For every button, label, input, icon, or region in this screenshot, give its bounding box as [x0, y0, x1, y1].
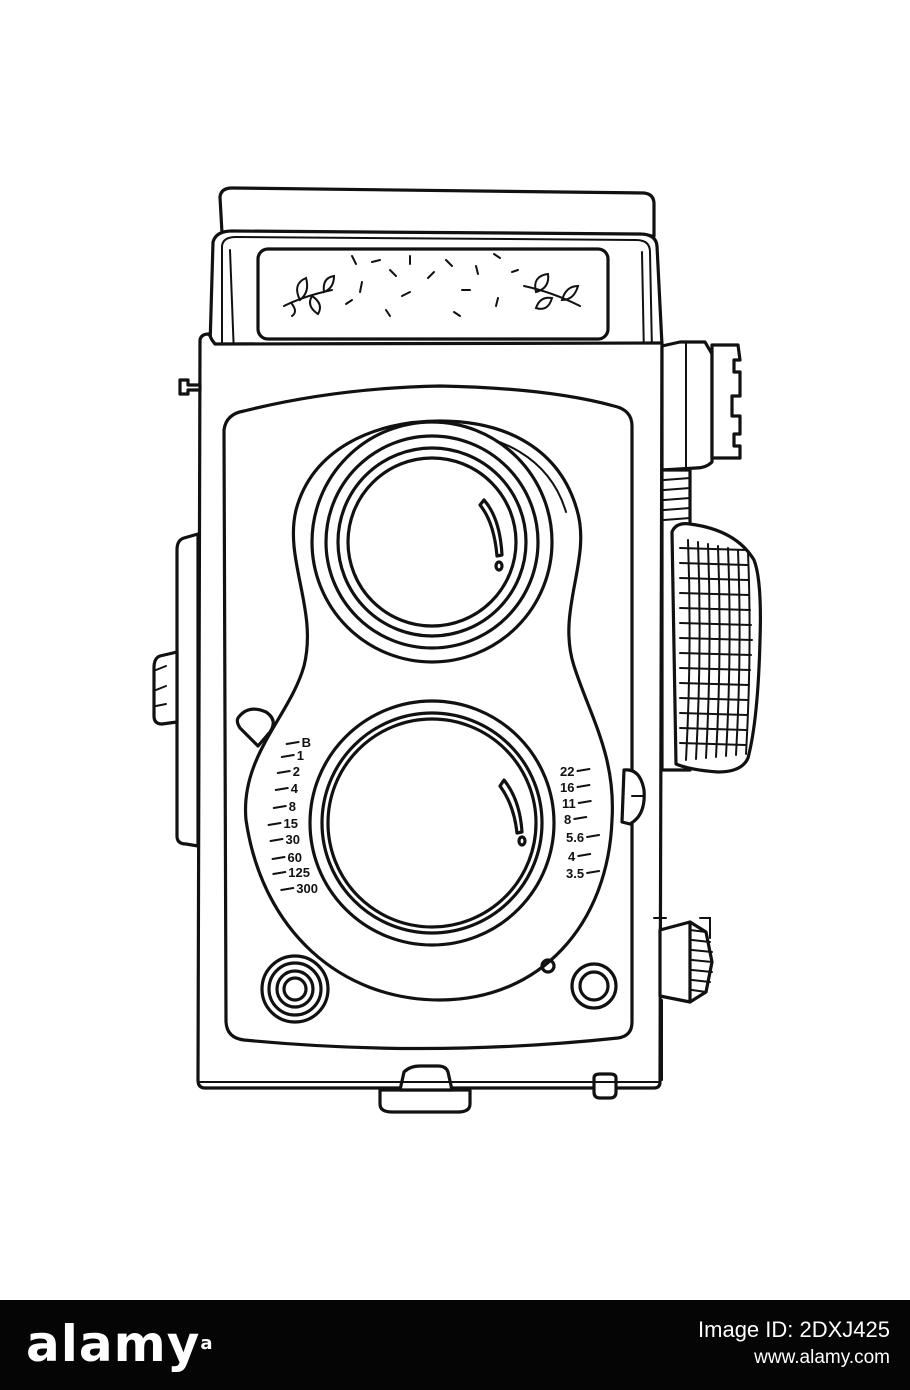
- knob-grid-line: [695, 541, 701, 760]
- knob-grid-line: [679, 727, 747, 731]
- knob-grid-line: [679, 742, 746, 746]
- strap-lug-clip: [710, 343, 742, 460]
- viewfinder-hood: [218, 186, 656, 238]
- shutter-speed-label: 8: [289, 799, 296, 814]
- aperture-tick: [576, 784, 591, 788]
- aperture-label: 5.6: [566, 830, 584, 845]
- shutter-speed-label: 30: [286, 832, 300, 847]
- aperture-label: 4: [568, 849, 576, 864]
- knob-grid-line: [679, 652, 752, 656]
- aperture-label: 3.5: [566, 866, 584, 881]
- shutter-speed-tick: [280, 754, 295, 758]
- aperture-label: 22: [560, 764, 574, 779]
- leaf-motif-left: [283, 274, 336, 317]
- shutter-speed-tick: [276, 770, 291, 774]
- shutter-speed-label: 4: [291, 781, 299, 796]
- aperture-tick: [573, 816, 588, 820]
- shutter-speed-tick: [271, 856, 286, 860]
- leaf-motif-right: [523, 272, 581, 310]
- nameplate-dashes: [345, 253, 519, 317]
- knob-grid-line: [679, 697, 749, 701]
- knob-grid-line: [679, 592, 750, 596]
- shutter-speed-tick: [272, 871, 287, 875]
- aperture-label: 11: [562, 796, 576, 811]
- knob-grid-line: [715, 545, 721, 758]
- base-foot: [378, 1088, 472, 1114]
- left-catch: [152, 650, 179, 726]
- shutter-cock-lever: [235, 707, 275, 748]
- flash-socket: [260, 954, 330, 1024]
- knob-grid-line: [679, 547, 747, 551]
- shutter-speed-tick: [267, 822, 282, 826]
- aperture-label: 16: [560, 780, 574, 795]
- sync-socket: [570, 962, 618, 1010]
- base-button: [592, 1072, 618, 1100]
- knob-grid-line: [679, 607, 751, 611]
- shutter-speed-label: 15: [284, 816, 298, 831]
- side-panel-left: [175, 532, 200, 848]
- focusing-knob-grid: [679, 539, 753, 761]
- image-id: Image ID: 2DXJ425: [698, 1317, 890, 1342]
- shutter-speed-label: B: [302, 735, 311, 750]
- shutter-speed-tick: [274, 787, 289, 791]
- side-pin: [178, 378, 202, 396]
- shutter-speed-label: 1: [297, 748, 304, 763]
- knob-grid-line: [679, 712, 748, 716]
- aperture-tick: [586, 834, 601, 838]
- shutter-speed-label: 60: [288, 850, 302, 865]
- shutter-speed-label: 300: [296, 881, 318, 896]
- knob-grid-line: [679, 622, 752, 626]
- aperture-tick: [586, 870, 601, 874]
- stock-footer: alamya Image ID: 2DXJ425 www.alamy.com: [0, 1300, 910, 1390]
- aperture-tick: [576, 768, 591, 772]
- shutter-speed-tick: [280, 887, 295, 891]
- aperture-tick: [577, 853, 592, 857]
- shutter-speed-label: 125: [288, 865, 310, 880]
- knob-grid-line: [679, 667, 751, 671]
- nameplate-panel: [256, 247, 610, 341]
- shutter-speed-tick: [272, 805, 287, 809]
- alamy-logo: alamya: [26, 1315, 214, 1373]
- shutter-speed-tick: [285, 741, 300, 745]
- viewing-lens: [310, 420, 554, 664]
- shutter-speed-label: 2: [293, 764, 300, 779]
- knob-grid-line: [679, 637, 753, 641]
- knob-grid-line: [685, 539, 691, 761]
- aperture-label: 8: [564, 812, 571, 827]
- shutter-speed-tick: [269, 838, 284, 842]
- knob-grid-line: [745, 551, 751, 755]
- site-url: www.alamy.com: [754, 1347, 890, 1368]
- taking-lens: [308, 699, 556, 947]
- knob-grid-line: [705, 543, 711, 759]
- frame-counter-dial: [658, 920, 714, 1004]
- alamy-mark: a: [200, 1333, 214, 1354]
- knob-grid-line: [679, 577, 749, 581]
- knob-grid-line: [679, 682, 750, 686]
- image-meta: Image ID: 2DXJ425 www.alamy.com: [698, 1316, 890, 1372]
- aperture-tick: [577, 800, 592, 804]
- knob-grid-line: [679, 562, 748, 566]
